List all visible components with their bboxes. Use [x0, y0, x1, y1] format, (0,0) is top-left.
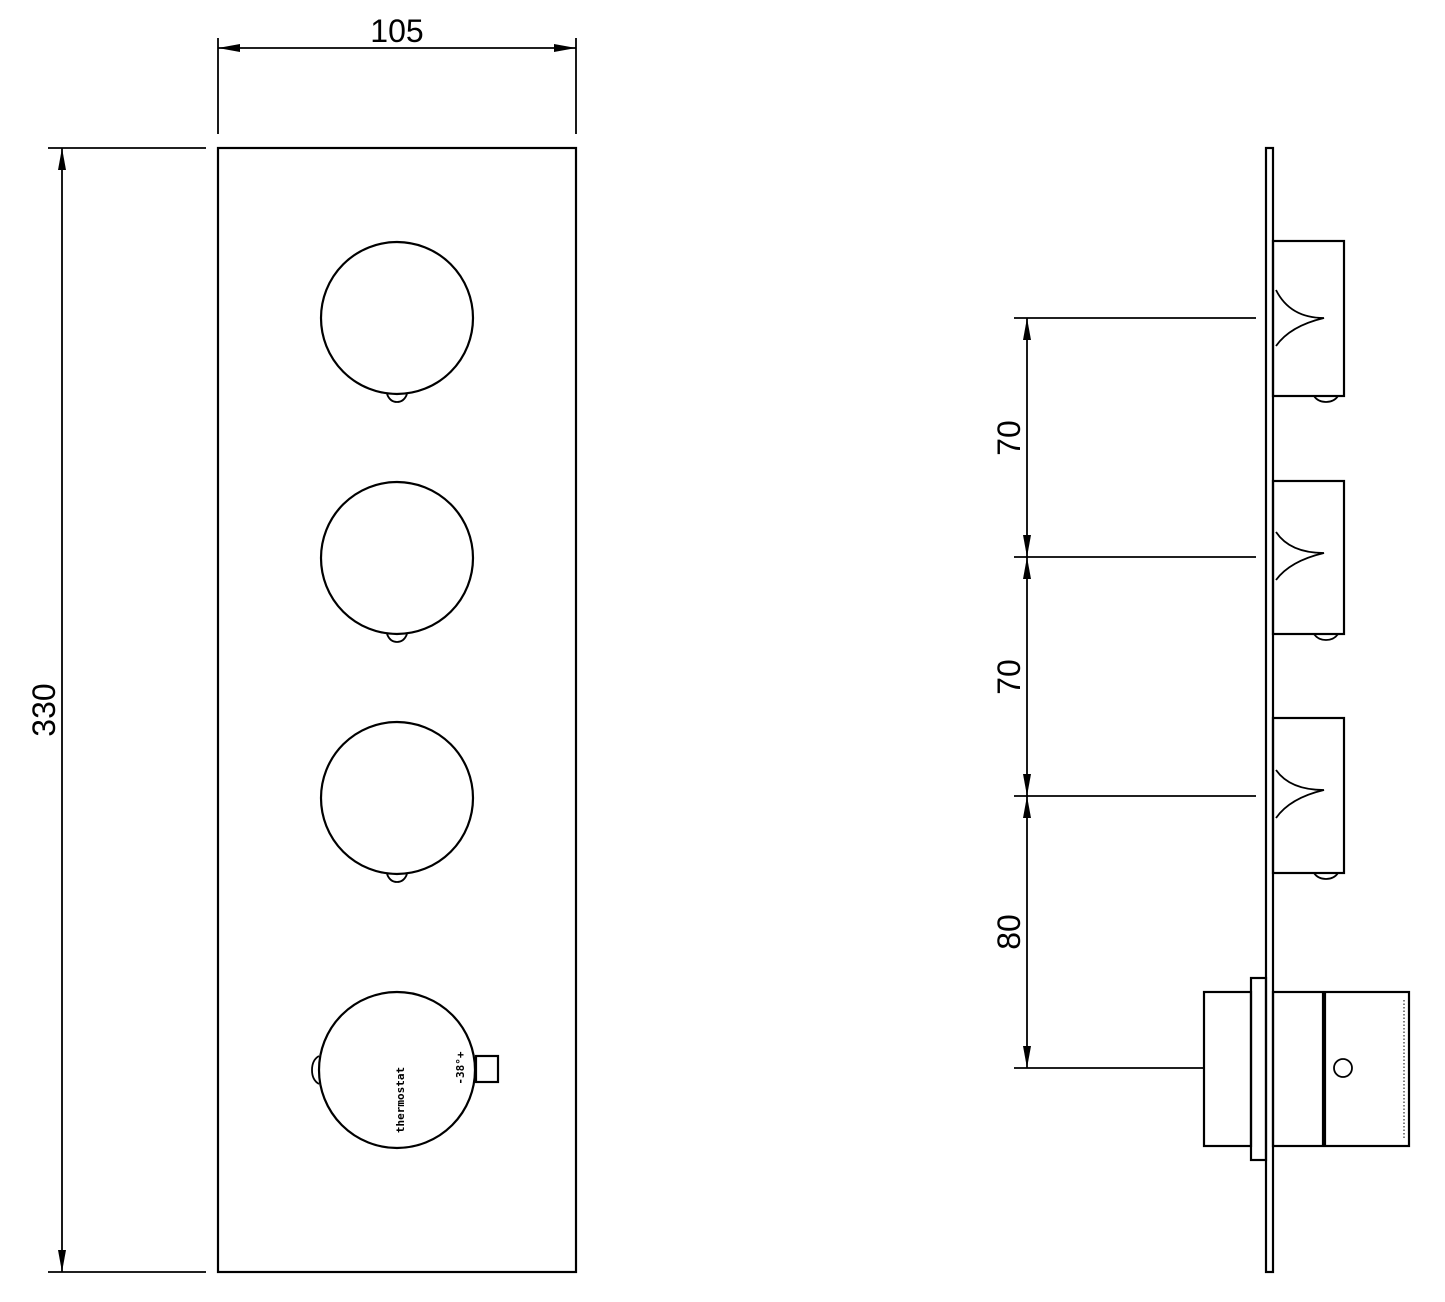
spacing-dimensions: 70 70 80 [991, 318, 1031, 1068]
thermostat-label: thermostat [394, 1067, 407, 1133]
diverter-knob-1 [319, 240, 475, 403]
arrow [1023, 1046, 1031, 1068]
knob-side-1 [1271, 239, 1346, 403]
height-value: 330 [26, 683, 62, 736]
plate-side [1264, 146, 1275, 1274]
front-view: 105 330 [26, 13, 578, 1274]
cover-plate [216, 146, 578, 1274]
knob-indicator [311, 1055, 320, 1085]
knob-outline [319, 240, 475, 396]
knob-grip-curve [1275, 289, 1325, 347]
rear-body [1202, 990, 1253, 1148]
side-view: 70 70 80 [991, 146, 1411, 1274]
width-value: 105 [370, 13, 423, 49]
width-dimension: 105 [217, 13, 577, 134]
thermostatic-knob-side [1202, 976, 1411, 1162]
knob-indicator [1313, 395, 1339, 403]
knob-body [1271, 716, 1346, 875]
knob-grip-curve [1275, 769, 1325, 819]
knob-grip-curve [1275, 531, 1325, 581]
diverter-knob-2 [319, 480, 475, 643]
arrow [1023, 557, 1031, 579]
arrow-bottom [58, 1250, 66, 1272]
arrow [1023, 535, 1031, 557]
knob-side-3 [1271, 716, 1346, 880]
knob-side-2 [1271, 479, 1346, 641]
front-collar [1271, 990, 1325, 1148]
spacing-value-2: 70 [991, 659, 1027, 695]
knob-indicator [386, 393, 408, 403]
temperature-scale-label: -38°+ [454, 1051, 467, 1084]
arrow-right [554, 44, 576, 52]
arrow [1023, 796, 1031, 818]
spacing-value-3: 80 [991, 914, 1027, 950]
knob-indicator [386, 633, 408, 643]
handle-body [1323, 990, 1411, 1148]
mounting-flange [1249, 976, 1268, 1162]
knob-outline [319, 480, 475, 636]
knob-indicator [1313, 633, 1339, 641]
arrow [1023, 318, 1031, 340]
arrow-left [218, 44, 240, 52]
knob-indicator [386, 873, 408, 883]
knob-indicator [1313, 872, 1339, 880]
arrow [1023, 774, 1031, 796]
knob-body [1271, 239, 1346, 398]
height-dimension: 330 [26, 147, 206, 1273]
arrow-top [58, 148, 66, 170]
safety-stop-button [474, 1054, 500, 1084]
diverter-knob-3 [319, 720, 475, 883]
knob-body [1271, 479, 1346, 636]
spacing-value-1: 70 [991, 420, 1027, 456]
extension-lines [1014, 317, 1256, 1069]
safety-button-side [1333, 1058, 1353, 1078]
knob-outline [319, 720, 475, 876]
thermostatic-knob: thermostat -38°+ [311, 990, 500, 1150]
